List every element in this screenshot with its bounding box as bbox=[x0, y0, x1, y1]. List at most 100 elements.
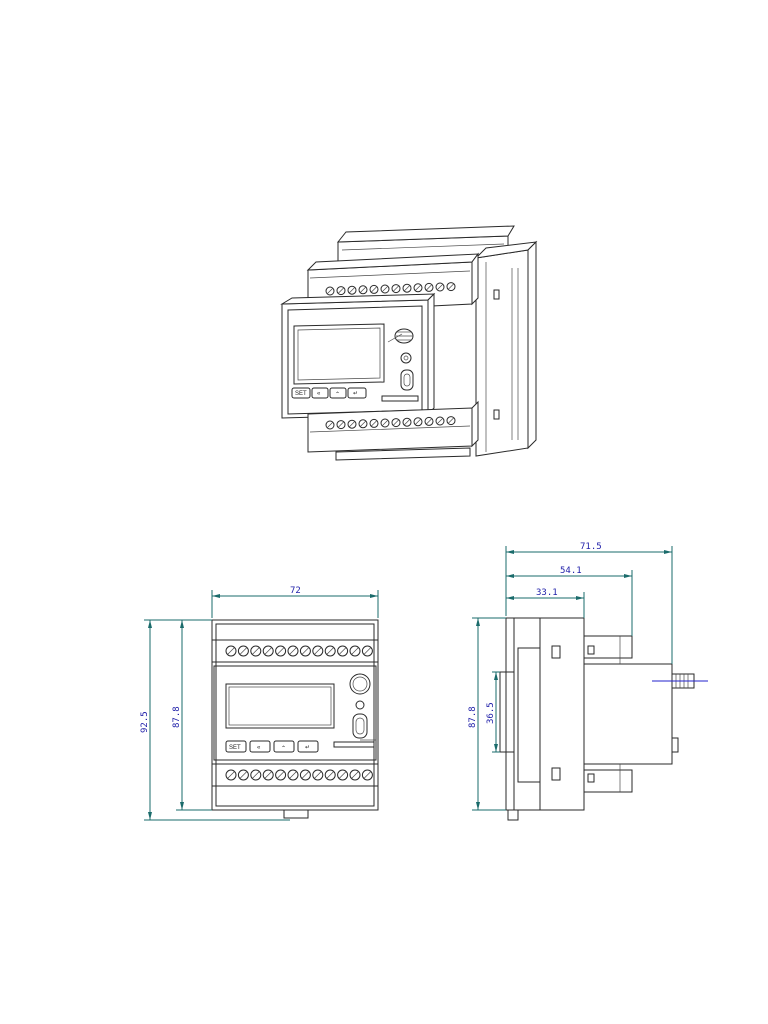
screw-terminal-icon bbox=[361, 769, 373, 781]
card-slot-iso bbox=[381, 395, 419, 402]
screw-slot bbox=[370, 420, 378, 427]
screw-slot bbox=[264, 771, 272, 779]
screw-terminal-icon bbox=[324, 645, 336, 657]
screw-terminal-icon bbox=[225, 769, 237, 781]
screw-slot bbox=[436, 417, 444, 425]
screw-slot bbox=[351, 771, 359, 779]
lower-screw-terminals-iso bbox=[325, 416, 456, 430]
display-window-iso bbox=[293, 323, 385, 385]
led bbox=[355, 700, 365, 710]
screw-slot bbox=[338, 647, 347, 655]
up-button[interactable] bbox=[273, 740, 295, 753]
front-height-body-label: 87.8 bbox=[172, 706, 182, 728]
left-button[interactable] bbox=[249, 740, 271, 753]
screw-slot bbox=[338, 771, 347, 779]
led-iso bbox=[400, 352, 412, 364]
screw-slot bbox=[337, 287, 345, 294]
screw-terminal-icon bbox=[312, 645, 324, 657]
screw-terminal-icon bbox=[347, 285, 357, 295]
screw-slot bbox=[289, 647, 297, 655]
set-button-iso[interactable] bbox=[291, 387, 311, 399]
screw-terminal-icon bbox=[337, 645, 349, 657]
enter-button-iso[interactable] bbox=[347, 387, 367, 399]
screw-terminal-icon bbox=[413, 283, 423, 293]
screw-slot bbox=[392, 419, 400, 426]
screw-terminal-icon bbox=[337, 769, 349, 781]
screw-slot bbox=[359, 420, 367, 427]
dim-front-height-overall: 92.5 bbox=[140, 619, 290, 821]
screw-terminal-icon bbox=[287, 769, 299, 781]
screw-slot bbox=[264, 647, 272, 655]
screw-slot bbox=[326, 771, 334, 779]
screw-slot bbox=[363, 647, 372, 655]
screw-slot bbox=[326, 421, 334, 429]
screw-terminal-icon bbox=[391, 284, 401, 294]
screw-slot bbox=[392, 285, 400, 292]
dim-side-depth-mid: 54.1 bbox=[506, 566, 633, 636]
dim-side-depth-front: 33.1 bbox=[506, 588, 585, 618]
screw-terminal-icon bbox=[358, 419, 368, 429]
side-depth-front-label: 33.1 bbox=[536, 588, 558, 598]
screw-slot bbox=[381, 285, 389, 293]
screw-slot bbox=[227, 647, 235, 655]
screw-slot bbox=[447, 283, 455, 290]
enter-button-label: ↵ bbox=[305, 745, 310, 751]
screw-terminal-icon bbox=[424, 416, 434, 426]
set-button[interactable] bbox=[225, 740, 247, 753]
screw-terminal-icon bbox=[413, 417, 423, 427]
dim-side-rail-height: 36.5 bbox=[486, 671, 500, 753]
screw-slot bbox=[351, 647, 359, 655]
left-button-iso[interactable] bbox=[311, 387, 329, 399]
screw-terminal-icon bbox=[299, 769, 311, 781]
screw-slot bbox=[348, 287, 356, 294]
screw-slot bbox=[414, 284, 422, 291]
side-depth-total-label: 71.5 bbox=[580, 542, 602, 552]
screw-slot bbox=[239, 647, 248, 655]
screw-terminal-icon bbox=[369, 284, 379, 294]
screw-slot bbox=[276, 647, 285, 655]
side-view: 71.5 54.1 33.1 87.8 bbox=[468, 542, 708, 821]
dim-front-width: 72 bbox=[211, 586, 379, 618]
screw-terminal-icon bbox=[325, 286, 335, 296]
screw-slot bbox=[425, 284, 433, 291]
dim-side-depth-total: 71.5 bbox=[505, 542, 673, 664]
screw-terminal-icon bbox=[262, 769, 274, 781]
buttons: SET « ⌃ ↵ bbox=[225, 740, 319, 753]
lower-screw-terminals bbox=[225, 769, 373, 781]
screw-slot bbox=[326, 647, 334, 655]
screw-slot bbox=[436, 283, 444, 291]
screw-slot bbox=[252, 647, 260, 655]
enter-button-iso-label: ↵ bbox=[353, 391, 358, 397]
screw-slot bbox=[301, 647, 310, 655]
upper-screw-terminals bbox=[225, 645, 373, 657]
up-button-iso[interactable] bbox=[329, 387, 347, 399]
port-iso bbox=[400, 369, 414, 391]
left-button-label: « bbox=[257, 745, 261, 751]
left-button-iso-label: « bbox=[317, 391, 321, 397]
screw-terminal-icon bbox=[391, 418, 401, 428]
front-width-label: 72 bbox=[290, 586, 301, 596]
screw-terminal-icon bbox=[349, 769, 361, 781]
screw-terminal-icon bbox=[299, 645, 311, 657]
screw-terminal-icon bbox=[225, 645, 237, 657]
screw-terminal-icon bbox=[250, 769, 262, 781]
set-button-iso-label: SET bbox=[295, 391, 307, 397]
enter-button[interactable] bbox=[297, 740, 319, 753]
screw-terminal-icon bbox=[380, 284, 390, 294]
screw-terminal-icon bbox=[380, 418, 390, 428]
knob-iso bbox=[387, 328, 414, 344]
screw-terminal-icon bbox=[262, 645, 274, 657]
screw-terminal-icon bbox=[446, 282, 456, 292]
screw-slot bbox=[314, 771, 322, 779]
screw-slot bbox=[348, 421, 356, 428]
up-button-iso-label: ⌃ bbox=[335, 391, 340, 398]
screw-terminal-icon bbox=[446, 416, 456, 426]
screw-terminal-icon bbox=[275, 769, 287, 781]
screw-slot bbox=[447, 417, 455, 424]
side-rail-height-label: 36.5 bbox=[486, 702, 496, 724]
screw-slot bbox=[326, 287, 334, 295]
knob[interactable] bbox=[349, 673, 371, 695]
screw-slot bbox=[252, 771, 260, 779]
side-connector bbox=[652, 673, 708, 689]
screw-terminal-icon bbox=[402, 417, 412, 427]
